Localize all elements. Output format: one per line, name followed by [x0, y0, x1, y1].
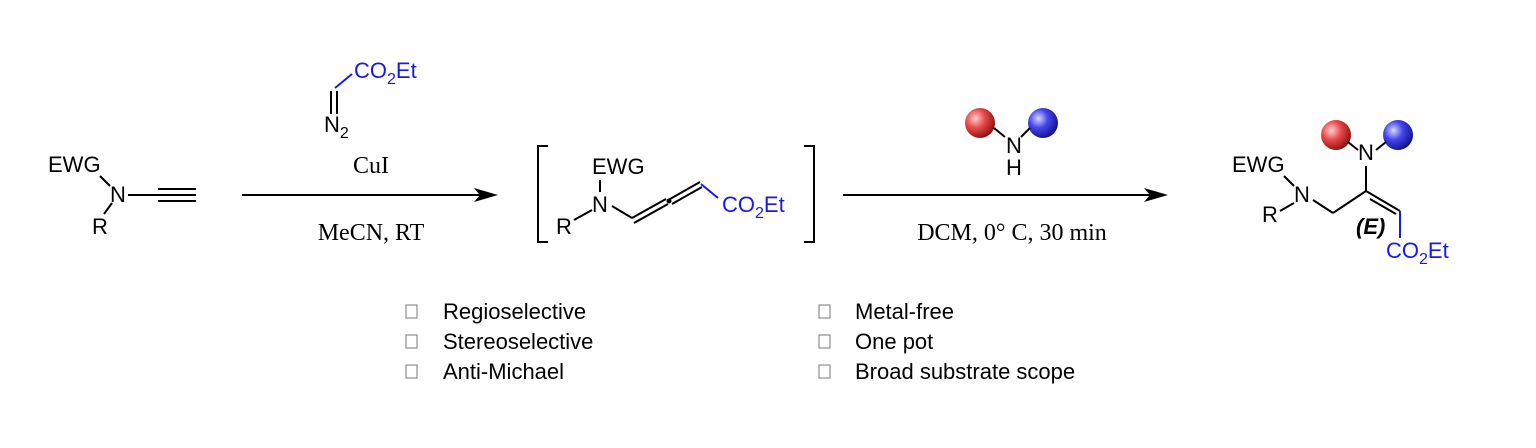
double-bond: [1369, 198, 1397, 215]
step1-reagent: CuI: [353, 153, 389, 179]
bond: [99, 175, 111, 187]
box-icon: [818, 304, 831, 319]
step2-conditions: DCM, 0° C, 30 min: [917, 220, 1107, 246]
feature-item: Stereoselective: [443, 329, 593, 354]
bond: [334, 73, 353, 89]
substrate-ynamide: EWG N R: [48, 152, 196, 239]
substrate-ewg-label: EWG: [48, 152, 101, 177]
bond: [1279, 202, 1295, 212]
intermediate-r-label: R: [556, 214, 572, 239]
box-icon: [405, 334, 418, 349]
amine-h-label: H: [1006, 155, 1022, 180]
bond: [1283, 175, 1295, 187]
bond: [1020, 127, 1031, 138]
bond: [103, 202, 113, 215]
box-icon: [405, 364, 418, 379]
bond: [1347, 141, 1359, 151]
allene-bond: [633, 203, 669, 224]
amine-n-label: N: [1006, 133, 1022, 158]
step1-conditions: MeCN, RT: [318, 220, 425, 246]
allene-bond: [631, 198, 667, 219]
features-right: Metal-free One pot Broad substrate scope: [818, 299, 1075, 384]
reagent-secondary-amine: N H: [965, 108, 1058, 180]
stereo-descriptor: (E): [1356, 214, 1385, 239]
box-icon: [818, 334, 831, 349]
feature-item: Broad substrate scope: [855, 359, 1075, 384]
right-bracket: [804, 145, 815, 243]
allene-bond: [669, 181, 701, 200]
bond: [611, 205, 633, 219]
blue-sphere-icon: [1383, 120, 1413, 150]
allene-center-dot: [666, 198, 672, 204]
features-left: Regioselective Stereoselective Anti-Mich…: [405, 299, 593, 384]
double-bond: [1365, 190, 1401, 212]
bond: [573, 209, 593, 221]
intermediate-ewg-label: EWG: [592, 154, 645, 179]
feature-item: One pot: [855, 329, 933, 354]
allene-bond: [671, 186, 703, 205]
feature-item: Anti-Michael: [443, 359, 564, 384]
left-bracket: [537, 145, 548, 243]
red-sphere-icon: [1321, 120, 1351, 150]
reagent1-diazo-label: N2: [324, 112, 349, 142]
product-enaminoester: EWG N R N (E) CO2Et: [1232, 120, 1449, 268]
arrow-head: [474, 188, 498, 202]
bond: [993, 127, 1006, 138]
reaction-arrow-2: DCM, 0° C, 30 min: [843, 188, 1168, 246]
reaction-arrow-1: CuI MeCN, RT: [242, 153, 498, 246]
arrow-head: [1144, 188, 1168, 202]
bond: [1375, 141, 1387, 151]
reagent1-ester-label: CO2Et: [354, 58, 417, 88]
feature-item: Regioselective: [443, 299, 586, 324]
reagent-diazoacetate: CO2Et N2: [324, 58, 417, 142]
intermediate-ester-label: CO2Et: [722, 192, 785, 222]
product-n2-label: N: [1358, 140, 1374, 165]
feature-item: Metal-free: [855, 299, 954, 324]
product-ester-label: CO2Et: [1386, 238, 1449, 268]
bond: [700, 183, 719, 199]
red-sphere-icon: [965, 108, 995, 138]
bond: [1312, 199, 1334, 214]
box-icon: [405, 304, 418, 319]
product-ewg-label: EWG: [1232, 152, 1285, 177]
substrate-n-label: N: [110, 182, 126, 207]
box-icon: [818, 364, 831, 379]
bond: [1332, 190, 1367, 214]
blue-sphere-icon: [1028, 108, 1058, 138]
intermediate-n-label: N: [592, 192, 608, 217]
product-r-label: R: [1262, 202, 1278, 227]
intermediate-allenamide: EWG N R CO2Et: [537, 145, 815, 243]
substrate-r-label: R: [92, 214, 108, 239]
product-n1-label: N: [1294, 182, 1310, 207]
